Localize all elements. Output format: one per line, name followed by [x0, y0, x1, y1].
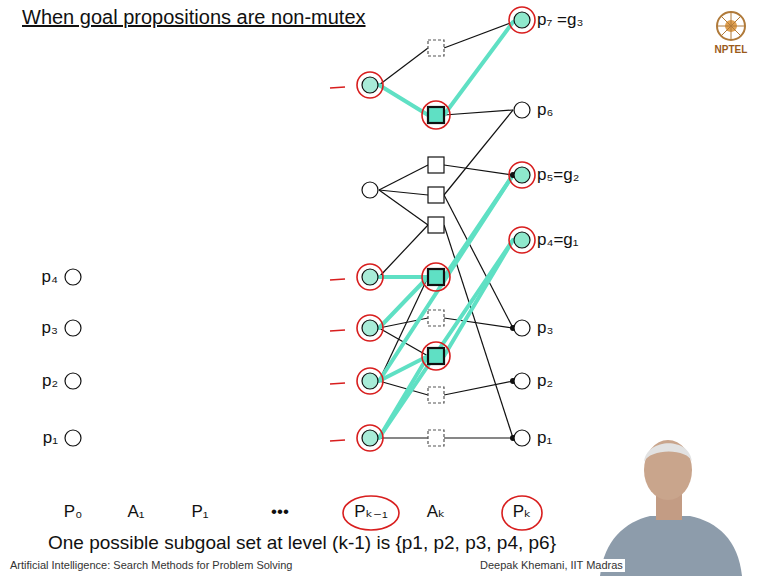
proposition-circle	[513, 11, 531, 29]
proposition-node: p₆	[513, 101, 553, 120]
proposition-label: p₂	[537, 372, 553, 391]
proposition-node: p₄=g₁	[513, 231, 579, 250]
proposition-circle	[64, 319, 82, 337]
ellipsis: •••	[271, 502, 289, 522]
level-label: A₁	[127, 502, 144, 522]
proposition-circle	[513, 166, 531, 184]
proposition-label: p₃	[42, 319, 58, 338]
presenter-figure	[600, 440, 742, 576]
level-label: Pₖ₋₁	[354, 502, 387, 522]
level-label: P₁	[191, 502, 208, 522]
proposition-circle	[64, 372, 82, 390]
proposition-node: p₅=g₂	[513, 166, 579, 185]
proposition-label: p₇ =g₃	[537, 11, 583, 30]
proposition-node: p₃	[513, 319, 553, 338]
proposition-label: p₃	[537, 319, 553, 338]
level-k-1-propositions	[362, 77, 378, 446]
proposition-circle	[513, 429, 531, 447]
proposition-label: p₅=g₂	[537, 166, 579, 185]
support-paths	[379, 22, 513, 438]
level-label: P₀	[64, 502, 82, 522]
slide-title: When goal propositions are non-mutex	[22, 6, 366, 29]
proposition-label: p₂	[42, 372, 58, 391]
proposition-circle	[513, 101, 531, 119]
proposition-circle	[64, 268, 82, 286]
level-label: Pₖ	[513, 502, 532, 522]
nptel-logo-text: NPTEL	[715, 44, 748, 56]
effect-dots	[510, 172, 516, 441]
red-annotations	[330, 7, 542, 530]
proposition-label: p₆	[537, 101, 553, 120]
proposition-node: p₄	[42, 268, 82, 287]
proposition-node: p₇ =g₃	[513, 11, 583, 30]
proposition-node: p₁	[43, 429, 82, 448]
proposition-circle	[513, 319, 531, 337]
proposition-label: p₁	[537, 429, 552, 448]
footer-course: Artificial Intelligence: Search Methods …	[8, 559, 294, 572]
proposition-circle	[513, 231, 531, 249]
slide-caption: One possible subgoal set at level (k-1) …	[48, 532, 556, 554]
proposition-label: p₄=g₁	[537, 231, 579, 250]
proposition-circle	[513, 372, 531, 390]
proposition-node: p₃	[42, 319, 82, 338]
proposition-node: p₂	[42, 372, 82, 391]
footer-author: Deepak Khemani, IIT Madras	[478, 559, 625, 572]
proposition-label: p₁	[43, 429, 58, 448]
level-label: Aₖ	[427, 502, 446, 522]
proposition-node: p₂	[513, 372, 553, 391]
proposition-label: p₄	[42, 268, 58, 287]
proposition-circle	[64, 429, 82, 447]
nptel-emblem	[717, 12, 745, 40]
proposition-node: p₁	[513, 429, 552, 448]
